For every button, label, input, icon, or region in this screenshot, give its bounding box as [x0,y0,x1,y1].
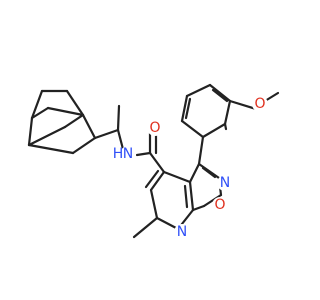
atom-labels: O N H O O N N [113,96,268,240]
atom-label-isoxazole-oxygen: O [214,197,225,213]
atom-background [147,120,163,136]
atom-label-carbonyl-oxygen: O [149,120,160,136]
bond-lines [27,83,280,239]
atom-background [217,175,233,191]
atom-background [120,146,136,162]
atom-background [212,197,228,213]
atom-background [252,96,268,112]
chemical-structure-diagram: O N H O O N N [27,83,280,240]
molecule-svg: O N H O O N N [27,83,280,240]
atom-label-methoxy-oxygen: O [254,96,265,112]
atom-background [174,224,190,240]
atom-label-pyridine-nitrogen: N [177,224,187,240]
atom-label-amide-hydrogen: H [113,146,124,162]
atom-label-isoxazole-nitrogen: N [220,175,230,191]
atom-label-amide-nitrogen: N [123,146,133,162]
